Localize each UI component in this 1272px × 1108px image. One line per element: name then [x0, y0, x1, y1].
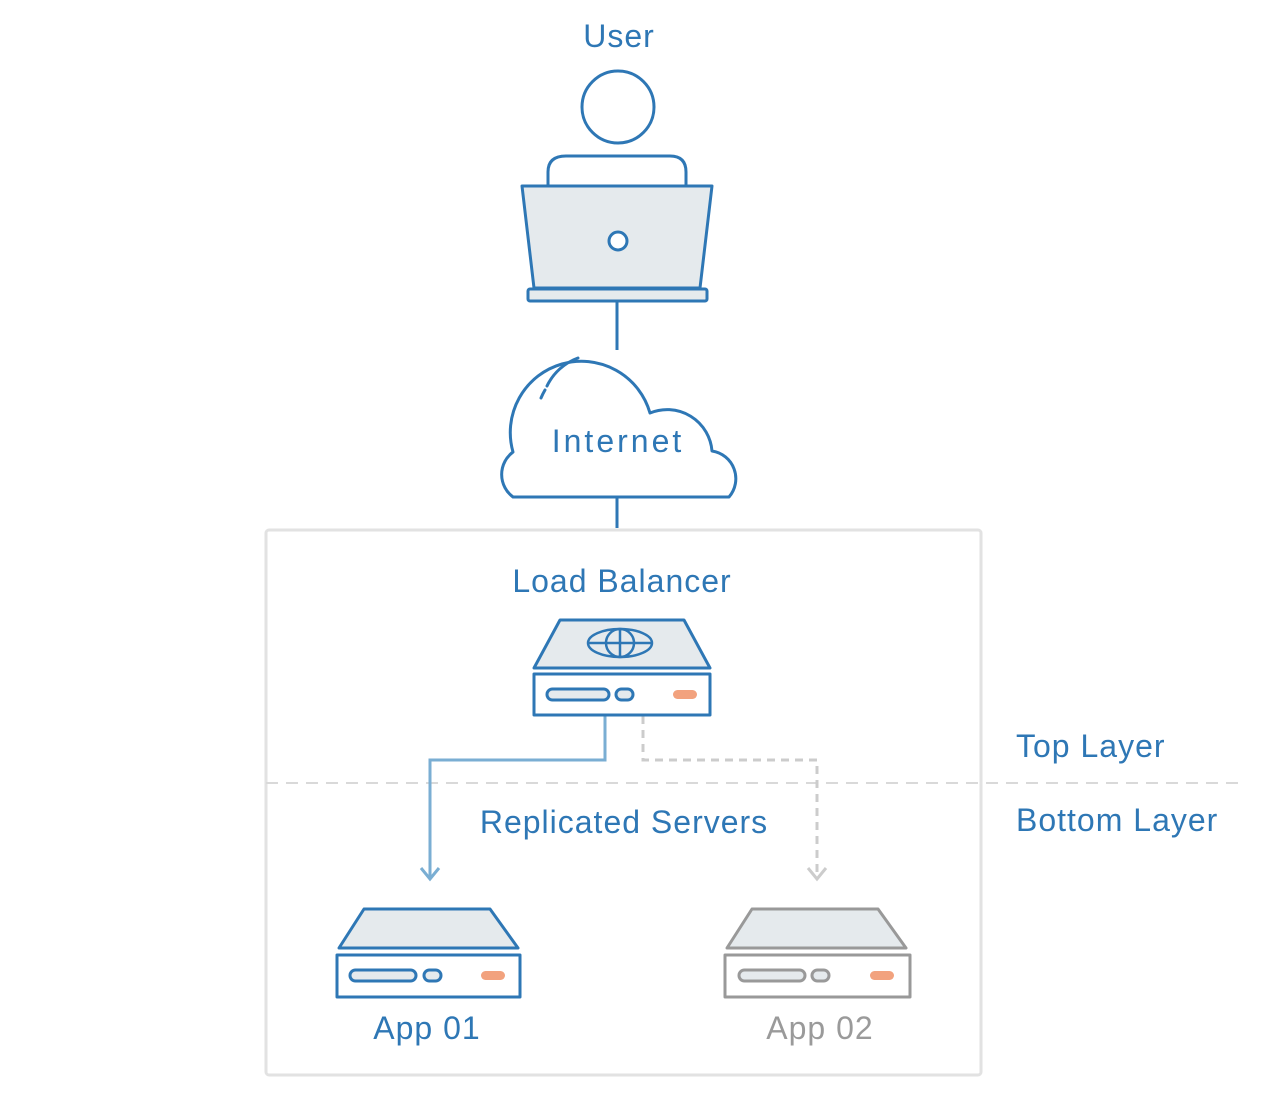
app01-label: App 01: [373, 1010, 480, 1046]
user-label: User: [583, 18, 655, 54]
user-with-laptop-icon: [520, 69, 714, 303]
replicated-servers-label: Replicated Servers: [480, 804, 768, 840]
top-layer-label: Top Layer: [1016, 728, 1166, 764]
app01-server-icon: [335, 907, 522, 999]
internet-label: Internet: [552, 423, 685, 459]
server-group-frame: [264, 528, 983, 1077]
link-lb-app01: [419, 716, 607, 882]
load-balancer-label: Load Balancer: [512, 563, 731, 599]
bottom-layer-label: Bottom Layer: [1016, 802, 1218, 838]
cloud-icon: [500, 356, 738, 499]
link-lb-app02: [641, 716, 828, 882]
globe-icon: [586, 627, 654, 659]
app02-server-icon: [723, 907, 912, 999]
globe-server-icon: [532, 618, 712, 717]
app02-label: App 02: [766, 1010, 873, 1046]
